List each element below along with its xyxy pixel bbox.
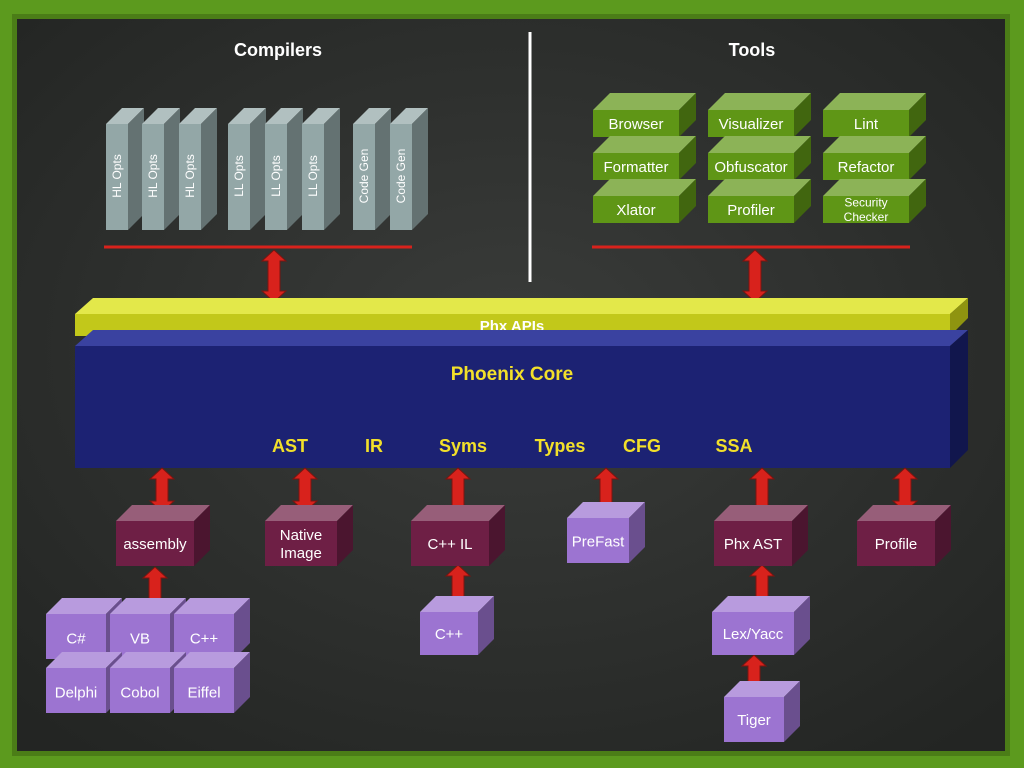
language-label: C++ — [190, 630, 219, 647]
compiler-column: HL Opts — [179, 108, 217, 230]
language-block — [110, 598, 186, 659]
tool-label: Profiler — [727, 202, 775, 219]
tool-label: Lint — [854, 116, 879, 133]
source-block — [420, 596, 494, 655]
language-label: VB — [130, 630, 150, 647]
compiler-column: HL Opts — [106, 108, 144, 230]
phoenix-core-block: Phoenix Core AST IR Syms Types CFG SSA — [75, 330, 968, 468]
language-label: Eiffel — [187, 684, 220, 701]
tool-block — [823, 93, 926, 137]
api-arrows — [260, 249, 769, 303]
tool-block — [708, 179, 811, 223]
tools-heading: Tools — [729, 40, 776, 60]
module-block — [567, 502, 645, 563]
core-component-label: SSA — [715, 436, 752, 456]
core-components: AST IR Syms Types CFG SSA — [272, 436, 753, 456]
module-block — [857, 505, 951, 566]
language-block — [174, 598, 250, 659]
core-component-label: AST — [272, 436, 308, 456]
tool-block — [593, 93, 696, 137]
module-label: Profile — [875, 536, 918, 553]
tool-label: Formatter — [603, 159, 668, 176]
source-label: C++ — [435, 626, 464, 643]
module-block — [714, 505, 808, 566]
tool-label: Browser — [608, 116, 663, 133]
tool-block — [593, 179, 696, 223]
source-label: Tiger — [737, 712, 771, 729]
language-block — [174, 652, 250, 713]
module-label: assembly — [123, 536, 187, 553]
compiler-column-label: HL Opts — [146, 154, 160, 198]
source-block — [724, 681, 800, 742]
module-block — [116, 505, 210, 566]
compiler-column-label: Code Gen — [357, 149, 371, 204]
language-label: C# — [66, 630, 86, 647]
compiler-column-label: LL Opts — [232, 155, 246, 197]
compiler-column-label: HL Opts — [183, 154, 197, 198]
tool-block — [708, 93, 811, 137]
core-component-label: IR — [365, 436, 383, 456]
compiler-column: LL Opts — [265, 108, 303, 230]
compiler-column: LL Opts — [228, 108, 266, 230]
compiler-column: Code Gen — [353, 108, 391, 230]
compiler-column-label: Code Gen — [394, 149, 408, 204]
language-blocks: C# VB C++ Delphi Cobol Eiffel — [46, 598, 250, 713]
source-block — [712, 596, 810, 655]
module-label: PreFast — [572, 533, 625, 550]
compiler-column: HL Opts — [142, 108, 180, 230]
compiler-column-label: LL Opts — [269, 155, 283, 197]
module-block — [265, 505, 353, 566]
phoenix-core-title: Phoenix Core — [451, 364, 573, 385]
module-block — [411, 505, 505, 566]
compiler-phase-columns: HL Opts HL Opts HL Opts LL Opts LL Opts LL Op… — [106, 108, 428, 230]
tool-label: Obfuscator — [714, 159, 787, 176]
core-component-label: CFG — [623, 436, 661, 456]
module-label: C++ IL — [427, 536, 472, 553]
tool-block — [708, 136, 811, 180]
tool-label: Refactor — [838, 159, 895, 176]
compilers-heading: Compilers — [234, 40, 322, 60]
core-component-label: Syms — [439, 436, 487, 456]
compiler-column: LL Opts — [302, 108, 340, 230]
tool-block — [823, 136, 926, 180]
compiler-column-label: HL Opts — [110, 154, 124, 198]
tool-label: Visualizer — [719, 116, 784, 133]
core-component-label: Types — [535, 436, 586, 456]
language-label: Delphi — [55, 684, 98, 701]
source-label: Lex/Yacc — [723, 626, 784, 643]
language-label: Cobol — [120, 684, 159, 701]
tool-label: Xlator — [616, 202, 655, 219]
compiler-column-label: LL Opts — [306, 155, 320, 197]
compiler-column: Code Gen — [390, 108, 428, 230]
tool-block — [823, 179, 926, 223]
tool-block — [593, 136, 696, 180]
module-label: Phx AST — [724, 536, 782, 553]
